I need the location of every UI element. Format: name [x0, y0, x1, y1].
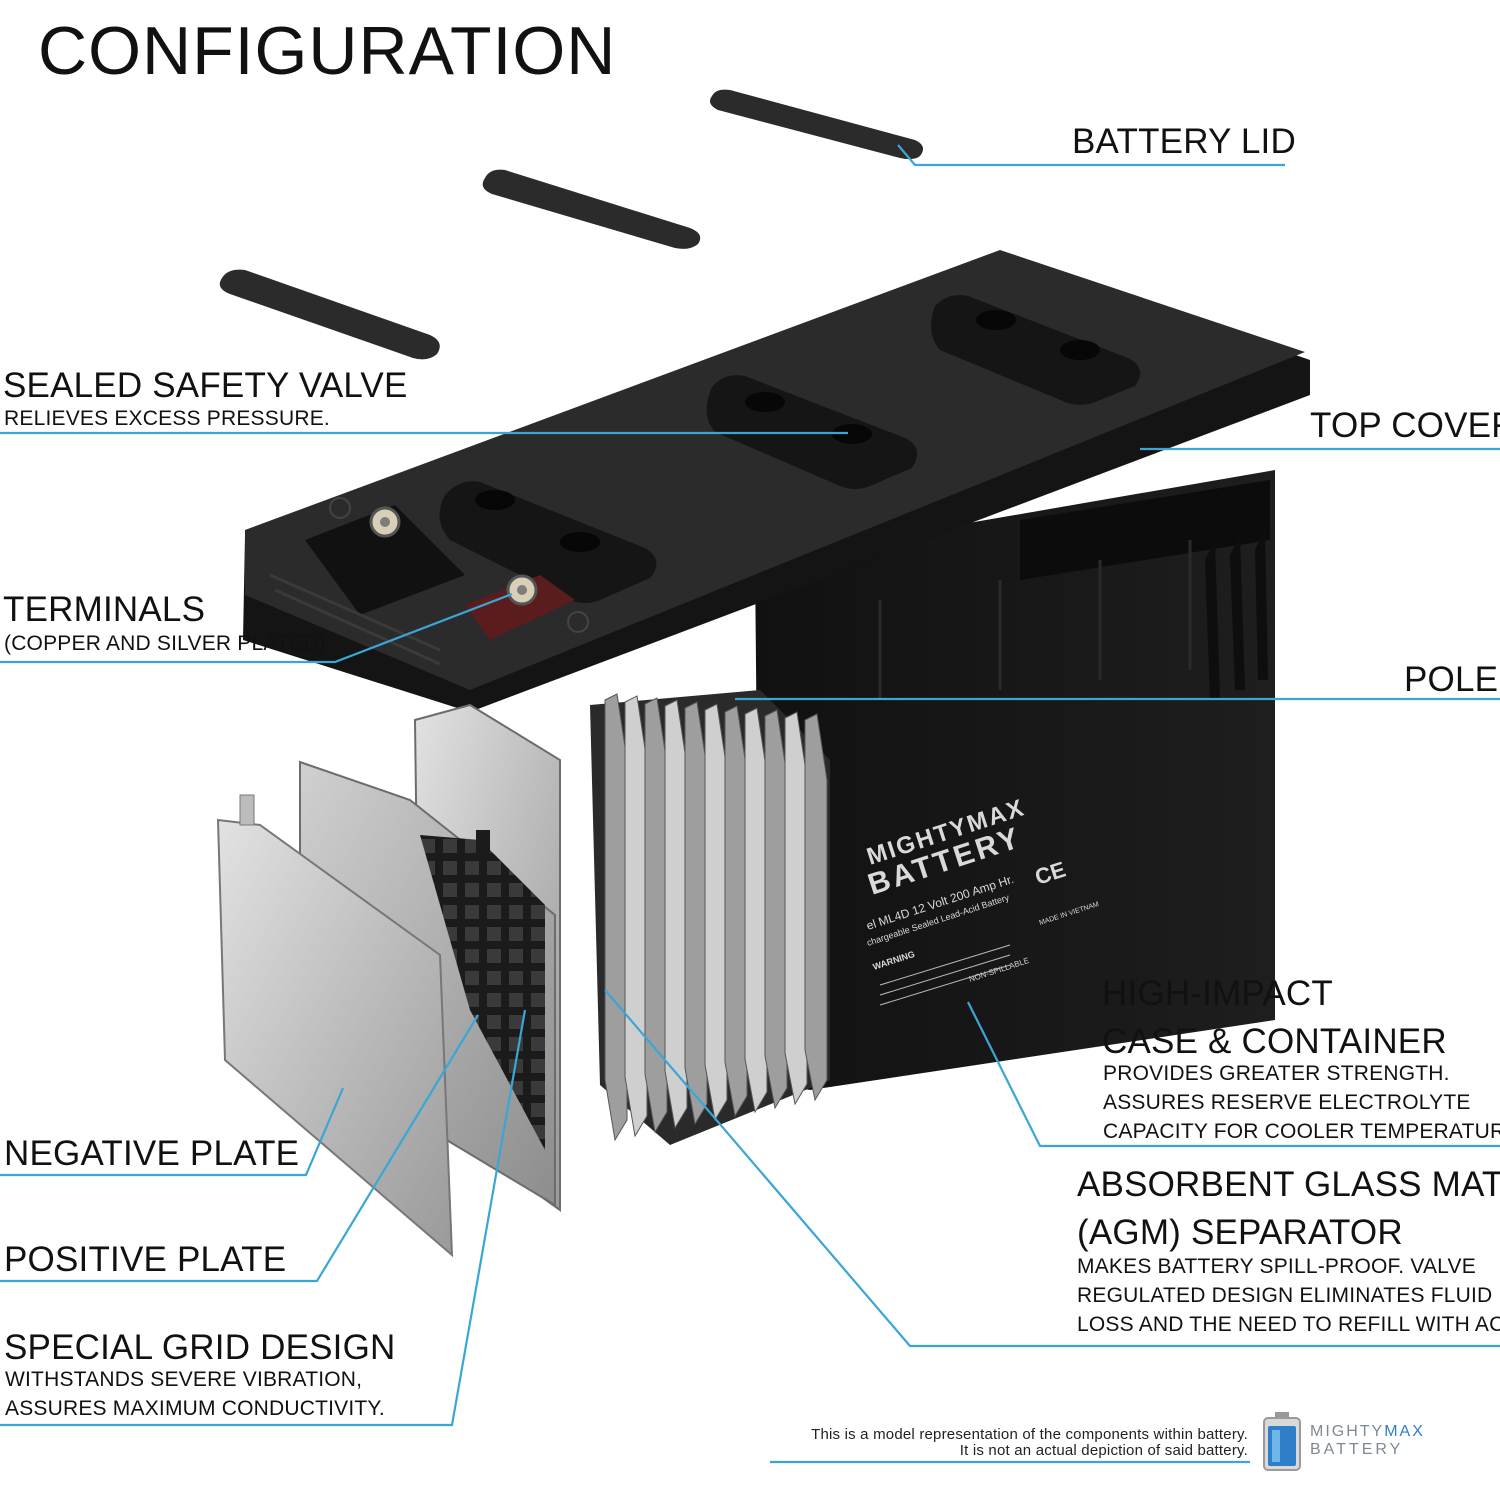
safety-valve-desc: RELIEVES EXCESS PRESSURE. — [4, 407, 330, 430]
stack-plate — [704, 703, 728, 1122]
battery-case: MIGHTYMAX BATTERY el ML4D 12 Volt 200 Am… — [755, 470, 1275, 1090]
stack-plate — [744, 707, 768, 1114]
battery-lid-strips — [219, 89, 924, 360]
page-title: CONFIGURATION — [38, 13, 617, 89]
case-desc-3: CAPACITY FOR COOLER TEMPERATURES. — [1103, 1120, 1500, 1143]
battery-lid-strip-1 — [710, 89, 924, 160]
grid-heading: SPECIAL GRID DESIGN — [4, 1328, 396, 1367]
terminals-desc: (COPPER AND SILVER PLATED) — [4, 632, 326, 655]
case-desc-1: PROVIDES GREATER STRENGTH. — [1103, 1062, 1450, 1085]
separator-heading-2: (AGM) SEPARATOR — [1077, 1213, 1403, 1252]
separator-desc-2: REGULATED DESIGN ELIMINATES FLUID — [1077, 1284, 1493, 1307]
terminals-heading: TERMINALS — [3, 590, 206, 629]
disclaimer-line-2: It is not an actual depiction of said ba… — [959, 1442, 1248, 1459]
plate-stack — [590, 690, 830, 1145]
battery-logo-icon — [1263, 1412, 1301, 1471]
logo-line-1b: MAX — [1384, 1423, 1425, 1440]
positive-plate-label: POSITIVE PLATE — [4, 1240, 287, 1279]
separator-heading-1: ABSORBENT GLASS MAT — [1077, 1165, 1500, 1204]
negative-plate-label: NEGATIVE PLATE — [4, 1134, 300, 1173]
separator-desc-3: LOSS AND THE NEED TO REFILL WITH ACID. — [1077, 1313, 1500, 1336]
battery-lid-label: BATTERY LID — [1072, 122, 1296, 161]
stack-plate — [804, 713, 828, 1102]
top-cover-label: TOP COVER — [1310, 406, 1500, 445]
stack-plate — [664, 699, 688, 1130]
case-heading-1: HIGH-IMPACT — [1102, 974, 1333, 1013]
disclaimer-line-1: This is a model representation of the co… — [811, 1426, 1248, 1443]
stack-plate — [624, 695, 648, 1138]
logo-line-1a: MIGHTY — [1310, 1423, 1385, 1440]
stack-plate — [684, 701, 708, 1126]
grid-desc-2: ASSURES MAXIMUM CONDUCTIVITY. — [5, 1397, 385, 1420]
separator-desc-1: MAKES BATTERY SPILL-PROOF. VALVE — [1077, 1255, 1476, 1278]
stack-plate — [784, 711, 808, 1106]
pole-label: POLE — [1404, 660, 1499, 699]
battery-lid-strip-3 — [219, 269, 440, 360]
battery-lid-strip-2 — [482, 169, 701, 249]
logo-wordmark: MIGHTYMAX BATTERY — [1310, 1423, 1425, 1459]
grid-desc-1: WITHSTANDS SEVERE VIBRATION, — [5, 1368, 363, 1391]
stack-plate — [604, 693, 628, 1142]
logo-line-2: BATTERY — [1310, 1441, 1404, 1458]
safety-valve-heading: SEALED SAFETY VALVE — [3, 366, 408, 405]
stack-plate — [644, 697, 668, 1134]
leader-lines — [0, 144, 1500, 1464]
case-heading-2: CASE & CONTAINER — [1102, 1022, 1447, 1061]
case-desc-2: ASSURES RESERVE ELECTROLYTE — [1103, 1091, 1471, 1114]
stack-plate — [764, 709, 788, 1110]
stack-plate — [724, 705, 748, 1118]
